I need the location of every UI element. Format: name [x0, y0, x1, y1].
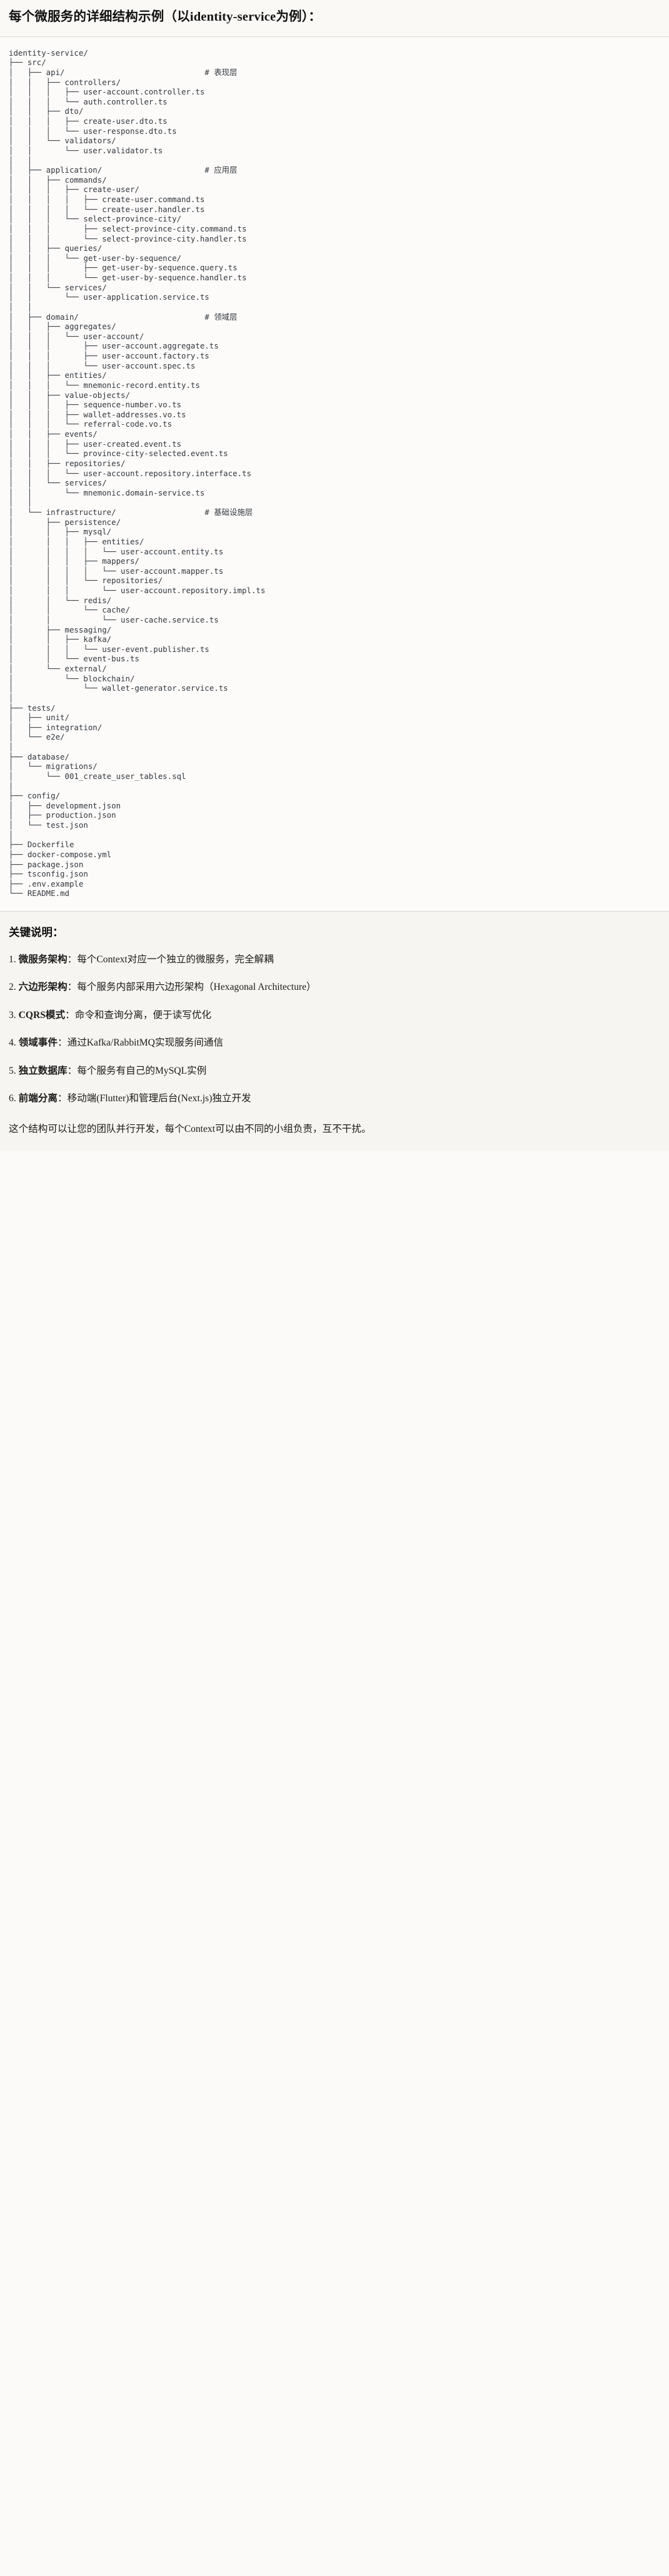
key-notes-heading: 关键说明： [9, 926, 64, 939]
note-separator: ： [57, 1037, 68, 1049]
list-item: CQRS模式：命令和查询分离，便于读写优化 [9, 1008, 660, 1022]
directory-tree-text: identity-service/ ├── src/ │ ├── api/ # … [9, 48, 266, 899]
note-description: 命令和查询分离，便于读写优化 [74, 1009, 212, 1021]
list-item: 六边形架构：每个服务内部采用六边形架构（Hexagonal Architectu… [9, 980, 660, 994]
note-separator: ： [67, 1065, 78, 1076]
key-notes-section: 关键说明： 微服务架构：每个Context对应一个独立的微服务，完全解耦 六边形… [0, 912, 669, 1151]
note-separator: ： [67, 954, 78, 965]
key-notes-list: 微服务架构：每个Context对应一个独立的微服务，完全解耦 六边形架构：每个服… [9, 952, 660, 1106]
key-notes-footer: 这个结构可以让您的团队并行开发，每个Context可以由不同的小组负责，互不干扰… [9, 1124, 371, 1135]
page-title: 每个微服务的详细结构示例（以identity-service为例）： [9, 10, 321, 24]
list-item: 微服务架构：每个Context对应一个独立的微服务，完全解耦 [9, 952, 660, 967]
note-description: 通过Kafka/RabbitMQ实现服务间通信 [67, 1037, 224, 1049]
note-term: 六边形架构 [18, 982, 68, 993]
note-description: 移动端(Flutter)和管理后台(Next.js)独立开发 [67, 1093, 251, 1104]
note-term: 前端分离 [18, 1093, 58, 1104]
note-description: 每个Context对应一个独立的微服务，完全解耦 [77, 954, 274, 965]
list-item: 独立数据库：每个服务有自己的MySQL实例 [9, 1064, 660, 1078]
note-description: 每个服务内部采用六边形架构（Hexagonal Architecture） [77, 982, 316, 993]
note-separator: ： [65, 1009, 75, 1021]
note-term: 独立数据库 [18, 1065, 68, 1076]
document-header: 每个微服务的详细结构示例（以identity-service为例）： [0, 0, 669, 37]
note-separator: ： [57, 1093, 68, 1104]
document-root: 每个微服务的详细结构示例（以identity-service为例）： ident… [0, 0, 669, 1151]
note-term: 领域事件 [18, 1037, 58, 1049]
note-term: 微服务架构 [18, 954, 68, 965]
note-term: CQRS模式 [18, 1009, 66, 1021]
note-description: 每个服务有自己的MySQL实例 [77, 1065, 207, 1076]
list-item: 前端分离：移动端(Flutter)和管理后台(Next.js)独立开发 [9, 1091, 660, 1106]
directory-tree-code-block: identity-service/ ├── src/ │ ├── api/ # … [0, 36, 669, 912]
list-item: 领域事件：通过Kafka/RabbitMQ实现服务间通信 [9, 1036, 660, 1050]
note-separator: ： [67, 982, 78, 993]
